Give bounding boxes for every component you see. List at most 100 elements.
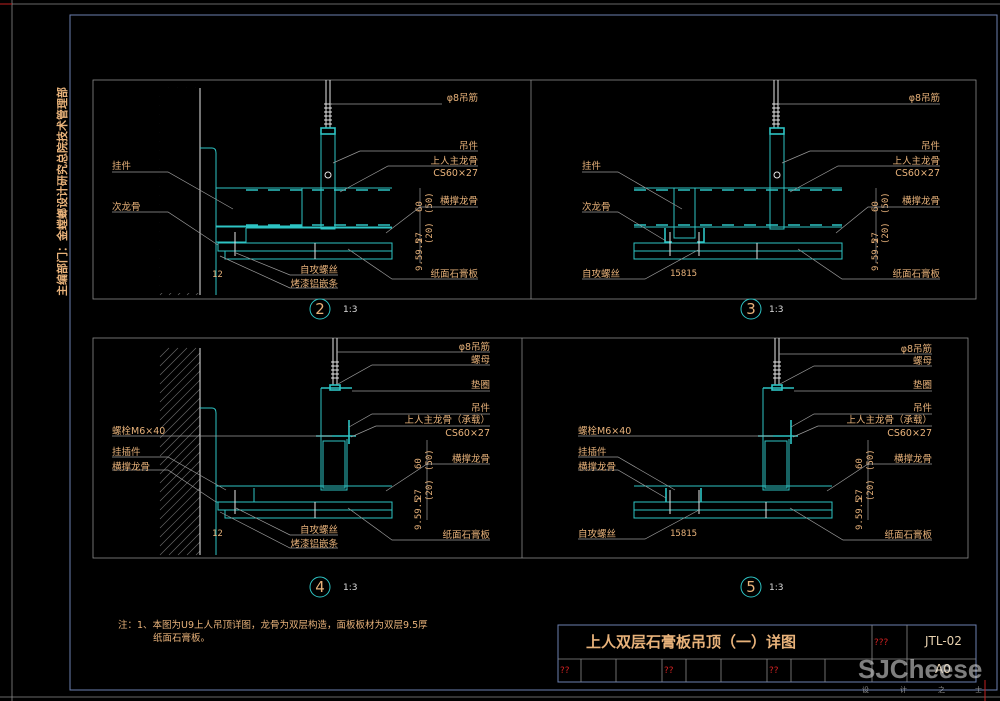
leader (578, 469, 667, 499)
label-cross-runner: 横撑龙骨 (440, 195, 478, 207)
label-insert: 挂插件 (578, 446, 607, 458)
title-block-placeholder: ?? (769, 666, 779, 676)
dim-50: (50) (881, 192, 891, 214)
detail-number-circle (740, 576, 762, 598)
leader (835, 206, 940, 234)
leader (779, 365, 932, 385)
watermark-sub: 士 (975, 685, 982, 694)
leader (219, 511, 338, 549)
detail-number: 4 (315, 578, 325, 596)
label-screw: 自攻螺丝 (300, 264, 338, 276)
thread (772, 103, 780, 125)
label-nut: 螺母 (913, 356, 932, 367)
detail-number: 3 (746, 300, 756, 318)
dim-60: 60 (855, 458, 865, 469)
label-screw: 自攻螺丝 (578, 528, 616, 540)
label-main-runner: 上人主龙骨 (892, 155, 940, 167)
gypsum-board-2 (633, 509, 833, 519)
label-pendant: 挂件 (582, 160, 602, 172)
dim-20: (20) (425, 222, 435, 244)
leader (789, 165, 940, 193)
label-spec: CS60×27 (895, 168, 940, 179)
label-hanger: 吊件 (921, 140, 941, 152)
leader (337, 364, 490, 385)
leader (347, 507, 490, 541)
leader (112, 211, 219, 246)
leader (112, 469, 217, 503)
label-bolt: 螺栓M6×40 (112, 425, 165, 437)
detail-scale: 1:3 (343, 583, 357, 593)
watermark-sub: 设 (862, 685, 869, 694)
dim-9595: 9.59.5 (414, 497, 424, 530)
leader (112, 171, 234, 210)
gypsum-board-2 (224, 250, 393, 260)
note-line-2: 纸面石膏板。 (153, 632, 210, 644)
dim-27: 27 (871, 232, 881, 243)
detail-number-circle (309, 576, 331, 598)
detail-number-circle (309, 298, 331, 320)
label-hanger-rod: φ8吊筋 (909, 92, 940, 104)
leader (348, 413, 490, 428)
label-screw: 自攻螺丝 (582, 268, 620, 280)
dim-20: (20) (425, 479, 435, 501)
leader (385, 463, 490, 492)
label-gypsum-board: 纸面石膏板 (442, 529, 490, 541)
thread (331, 361, 339, 379)
gypsum-board-1 (633, 242, 843, 252)
label-pendant: 挂件 (112, 160, 132, 172)
top-details-frame (92, 79, 977, 300)
detail-scale: 1:3 (343, 305, 357, 315)
detail-4: 60 (50) 27 (20) 9.59.5 12 螺栓M6×40 挂插件 横撑… (112, 338, 491, 598)
gypsum-board-1 (217, 242, 393, 252)
dim-27: 27 (414, 489, 424, 500)
detail-number-circle (740, 298, 762, 320)
bottom-details-frame (92, 337, 969, 559)
label-trim-strip: 烤漆铝嵌条 (290, 538, 338, 550)
label-main-runner: 上人主龙骨（承载） (404, 414, 490, 426)
detail-3: 60 (50) 27 (20) 9.59.5 15815 挂件 次龙骨 自攻螺丝… (582, 80, 941, 320)
dim-50: (50) (425, 449, 435, 471)
label-spec: CS60×27 (433, 168, 478, 179)
leader (347, 248, 478, 280)
note-line-1: 注：1、本图为U9上人吊顶详图，龙骨为双层构造，面板板材为双层9.5厚 (118, 619, 428, 631)
label-hanger-rod: φ8吊筋 (459, 341, 490, 353)
label-spec: CS60×27 (887, 428, 932, 439)
leader (789, 507, 932, 541)
dim-27: 27 (415, 232, 425, 243)
detail-scale: 1:3 (769, 583, 783, 593)
thread (324, 103, 332, 125)
label-hanger: 吊件 (471, 402, 491, 414)
detail-5: 60 (50) 27 (20) 9.59.5 15815 螺栓M6×40 挂插件… (578, 338, 933, 598)
dim-60: 60 (414, 458, 424, 469)
sheet-size: A0 (935, 662, 951, 676)
leader (235, 252, 338, 276)
cross-runner (665, 488, 702, 502)
leader (578, 456, 676, 491)
title-block-placeholder: ?? (560, 666, 570, 676)
label-gypsum-board: 纸面石膏板 (430, 268, 478, 280)
watermark-logo: SJCheese (858, 654, 982, 684)
dim-50: (50) (425, 192, 435, 214)
detail-number: 2 (315, 300, 325, 318)
leader (112, 456, 227, 491)
label-hanger: 吊件 (913, 402, 933, 414)
drawing-frame (69, 14, 998, 691)
label-hanger: 吊件 (459, 140, 479, 152)
label-cross-runner: 横撑龙骨 (894, 453, 932, 465)
hanger-clip (320, 127, 336, 230)
leader (219, 255, 338, 289)
wall-hatch (160, 88, 210, 293)
leader (792, 425, 932, 438)
label-gypsum-board: 纸面石膏板 (884, 529, 932, 541)
hanger-part (673, 187, 696, 239)
gypsum-board-2 (224, 509, 393, 519)
label-bolt: 螺栓M6×40 (578, 425, 631, 437)
dim-12: 12 (212, 529, 223, 539)
nut (320, 127, 336, 135)
label-cross-runner-left: 横撑龙骨 (578, 461, 616, 473)
dim-15815: 15815 (670, 269, 697, 279)
label-washer: 垫圈 (913, 379, 932, 391)
detail-scale: 1:3 (769, 305, 783, 315)
title-block-placeholder: ??? (874, 638, 889, 648)
